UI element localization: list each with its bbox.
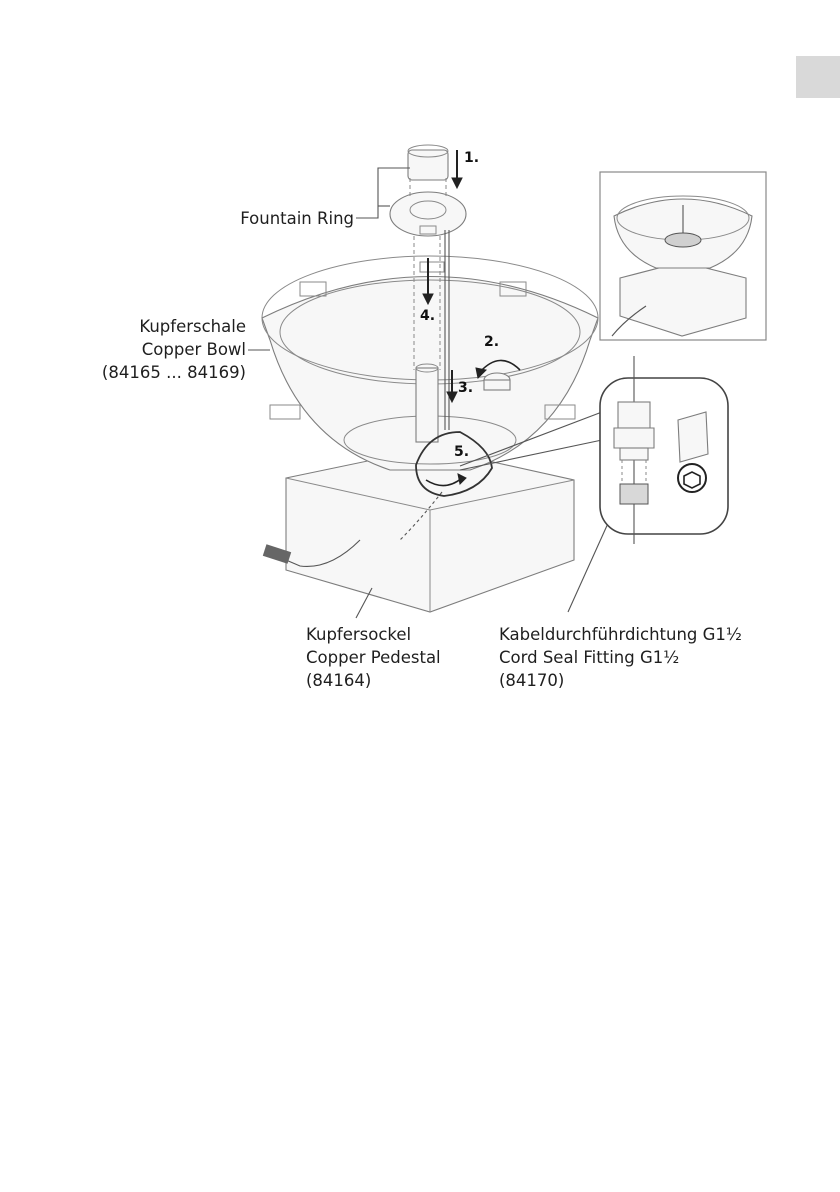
cord-seal-detail: [600, 356, 728, 544]
bowl-part-number: (84165 ... 84169): [96, 362, 246, 384]
pedestal-label-en: Copper Pedestal: [306, 647, 441, 669]
seal-label-de: Kabeldurchführdichtung G1½: [499, 624, 742, 646]
seal-part-number: (84170): [499, 670, 564, 692]
assembled-view-inset: [600, 172, 766, 340]
step-5-label: 5.: [454, 444, 469, 460]
seal-label-en: Cord Seal Fitting G1½: [499, 647, 679, 669]
step-1-label: 1.: [464, 150, 479, 166]
plug-cap-drawing: [484, 373, 510, 390]
fountain-ring-label: Fountain Ring: [216, 208, 354, 230]
step-4-label: 4.: [420, 308, 435, 324]
pedestal-label-de: Kupfersockel: [306, 624, 411, 646]
step-3-label: 3.: [458, 380, 473, 396]
pedestal-part-number: (84164): [306, 670, 371, 692]
copper-pedestal-drawing: [286, 448, 574, 612]
bowl-label-en: Copper Bowl: [96, 339, 246, 361]
bowl-label-de: Kupferschale: [96, 316, 246, 338]
step-2-label: 2.: [484, 334, 499, 350]
center-pipe-drawing: [416, 364, 438, 442]
